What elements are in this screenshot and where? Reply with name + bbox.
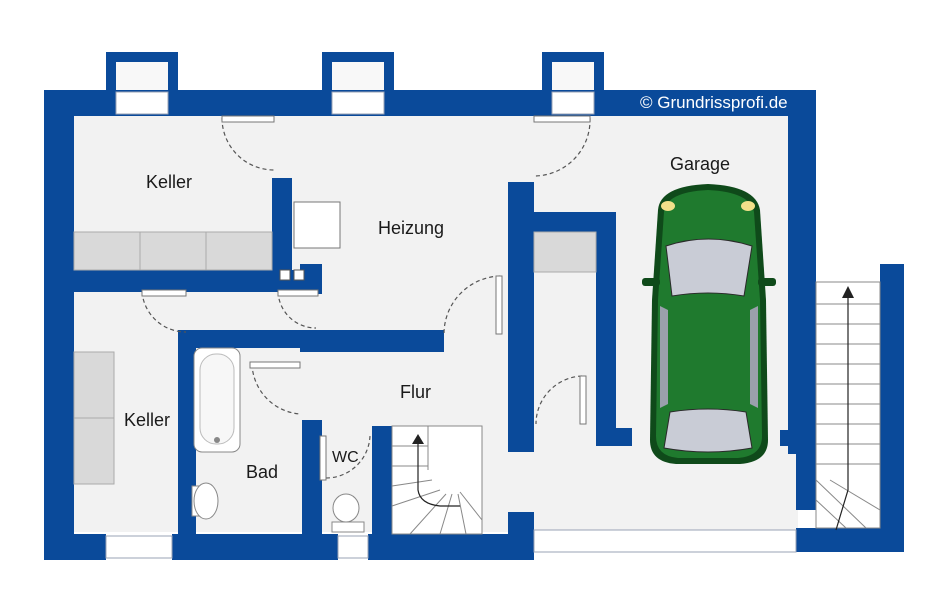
pipes [279,269,305,281]
copyright-label: © Grundrissprofi.de [640,93,788,112]
windows [105,91,797,559]
outer-walls [44,90,904,560]
room-label-keller-top: Keller [146,172,192,192]
boiler [293,201,341,249]
car [642,184,776,464]
room-label-bad: Bad [246,462,278,482]
room-label-keller-left: Keller [124,410,170,430]
door-swings [141,117,591,479]
room-label-wc: WC [332,449,359,466]
toilet-wc [331,493,365,533]
room-label-heizung: Heizung [378,218,444,238]
room-label-flur: Flur [400,382,431,402]
shelves-top [73,231,273,271]
door-leaves [141,115,591,481]
garage-shelf [533,231,597,273]
shelves-left [73,351,115,485]
toilet-bad [191,482,219,520]
staircase-outer [815,281,881,531]
bathtub [193,347,241,453]
room-label-garage: Garage [670,154,730,174]
staircase-inner [391,425,483,535]
interior-walls [72,178,802,538]
